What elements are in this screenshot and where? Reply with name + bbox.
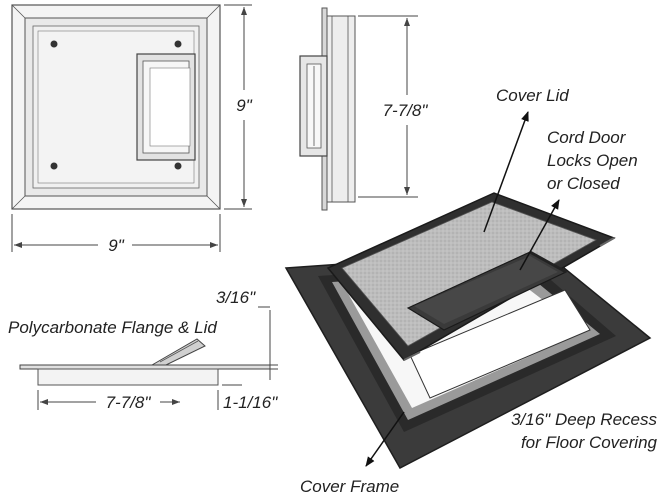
cover-lid-arrow (483, 111, 529, 233)
profile-flange-label: 3/16" (216, 288, 256, 307)
top-view-width-label: 9" (108, 236, 124, 255)
cord-door-arrow (519, 199, 560, 271)
cord-door-label-line1: Cord Door (547, 128, 627, 147)
screw-icon (50, 40, 58, 48)
profile-caption: Polycarbonate Flange & Lid (8, 318, 217, 337)
top-view-height-label: 9" (236, 96, 252, 115)
cover-frame-label: Cover Frame (300, 477, 399, 496)
side-view-height-label: 7-7/8" (383, 101, 429, 120)
cover-lid-label: Cover Lid (496, 86, 569, 105)
screw-icon (50, 162, 58, 170)
profile-view: Polycarbonate Flange & Lid 3/16" 7-7/8" … (8, 288, 278, 412)
recess-label-line1: 3/16" Deep Recess (511, 410, 657, 429)
top-view: 9" 9" (11, 4, 253, 255)
cord-door-label-line2: Locks Open (547, 151, 638, 170)
side-view: 7-7/8" (299, 7, 429, 211)
profile-width-label: 7-7/8" (106, 393, 152, 412)
recess-label-line2: for Floor Covering (521, 433, 658, 452)
screw-icon (174, 162, 182, 170)
cord-door-label-line3: or Closed (547, 174, 620, 193)
cover-frame-arrow (365, 411, 405, 467)
isometric-view: Cover Lid Cord Door Locks Open or Closed… (284, 86, 658, 496)
profile-depth-label: 1-1/16" (223, 393, 278, 412)
top-view-cord-door (136, 53, 196, 161)
screw-icon (174, 40, 182, 48)
